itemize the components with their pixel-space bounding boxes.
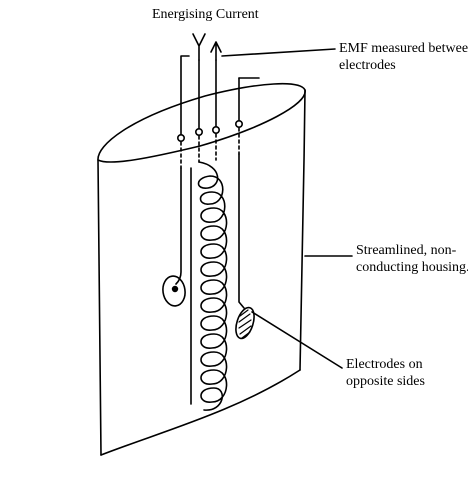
current-in-arrow-icon: [192, 33, 206, 61]
current-out-arrow-icon: [210, 41, 222, 61]
terminal-2-icon: [195, 128, 204, 137]
emf-label-line-1: EMF measured between: [339, 41, 468, 56]
emf-label-line-2: electrodes: [339, 58, 396, 73]
emf-leader-line: [221, 48, 336, 57]
electrodes-label: Electrodes on opposite sides: [346, 356, 425, 390]
electrodes-leader-line: [251, 311, 343, 369]
housing-label-line-2: conducting housing.: [356, 260, 468, 275]
housing-label-line-1: Streamlined, non-: [356, 243, 457, 258]
housing-left-side: [97, 159, 102, 456]
left-electrode-lead: [175, 167, 182, 285]
left-electrode-icon: [162, 275, 186, 307]
right-electrode-lead: [238, 153, 245, 309]
left-electrode-wire-top: [180, 55, 190, 135]
terminal-dashed-leads: [180, 127, 240, 169]
housing-right-side: [299, 89, 306, 371]
electrodes-label-line-2: opposite sides: [346, 374, 425, 389]
housing-top-rim: [97, 83, 306, 163]
emf-label: EMF measured between electrodes: [339, 40, 468, 74]
electrodes-label-line-1: Electrodes on: [346, 357, 423, 372]
helical-coil: [197, 161, 228, 411]
left-electrode-contact-icon: [171, 285, 179, 293]
housing-bottom-edge: [100, 369, 301, 456]
terminal-1-icon: [177, 134, 186, 143]
terminal-4-icon: [235, 120, 244, 129]
right-electrode-icon: [235, 306, 255, 340]
housing-label: Streamlined, non- conducting housing.: [356, 242, 468, 276]
energising-current-label: Energising Current: [152, 7, 259, 22]
right-electrode-hatching: [238, 309, 252, 339]
terminal-3-icon: [212, 126, 221, 135]
